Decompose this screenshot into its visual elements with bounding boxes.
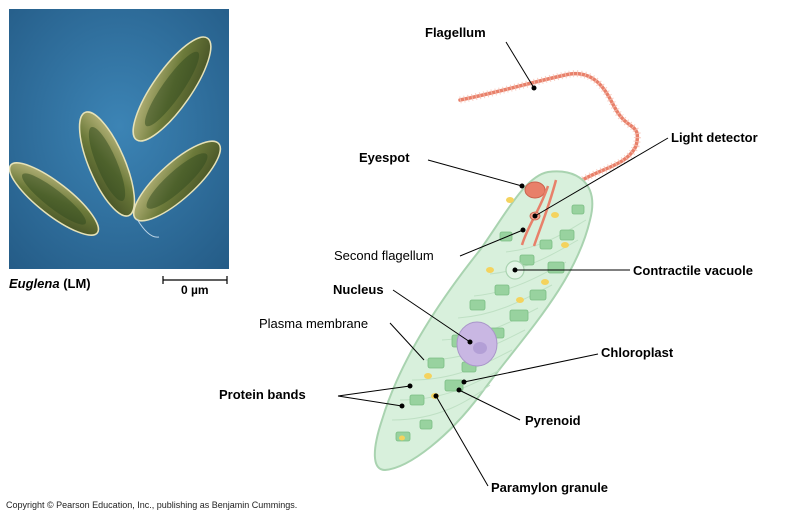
photo-caption: Euglena (LM) xyxy=(9,276,91,291)
label-paramylon-granule: Paramylon granule xyxy=(491,480,609,495)
label-flagellum: Flagellum xyxy=(425,25,486,40)
euglena-micrograph xyxy=(9,9,229,269)
nucleus xyxy=(456,321,498,367)
label-plasma-membrane: Plasma membrane xyxy=(259,316,369,331)
label-protein-bands: Protein bands xyxy=(219,387,306,402)
imaging-method: (LM) xyxy=(63,276,91,291)
label-nucleus: Nucleus xyxy=(333,282,384,297)
eyespot xyxy=(524,181,546,199)
label-contractile-vacuole: Contractile vacuole xyxy=(633,263,753,278)
pointer-dots xyxy=(399,85,538,409)
copyright-notice: Copyright © Pearson Education, Inc., pub… xyxy=(6,500,298,510)
micrograph-flagellum xyxy=(136,218,160,238)
micrograph-cell-4 xyxy=(132,140,222,222)
label-pyrenoid: Pyrenoid xyxy=(525,413,581,428)
micrograph-cell-2 xyxy=(78,111,136,217)
flagellum xyxy=(458,72,640,202)
label-eyespot: Eyespot xyxy=(359,150,410,165)
scale-label: 0 µm xyxy=(181,283,209,297)
scale-bar xyxy=(162,276,228,284)
micrograph-cell-1 xyxy=(9,162,100,236)
micrograph-cell-3 xyxy=(132,36,212,142)
pointer-lines xyxy=(337,41,669,487)
paramylon-granules xyxy=(399,197,569,441)
label-chloroplast: Chloroplast xyxy=(601,345,674,360)
label-light-detector: Light detector xyxy=(671,130,758,145)
species-name: Euglena xyxy=(9,276,60,291)
label-second-flagellum: Second flagellum xyxy=(334,248,434,263)
cell-body xyxy=(373,170,594,472)
